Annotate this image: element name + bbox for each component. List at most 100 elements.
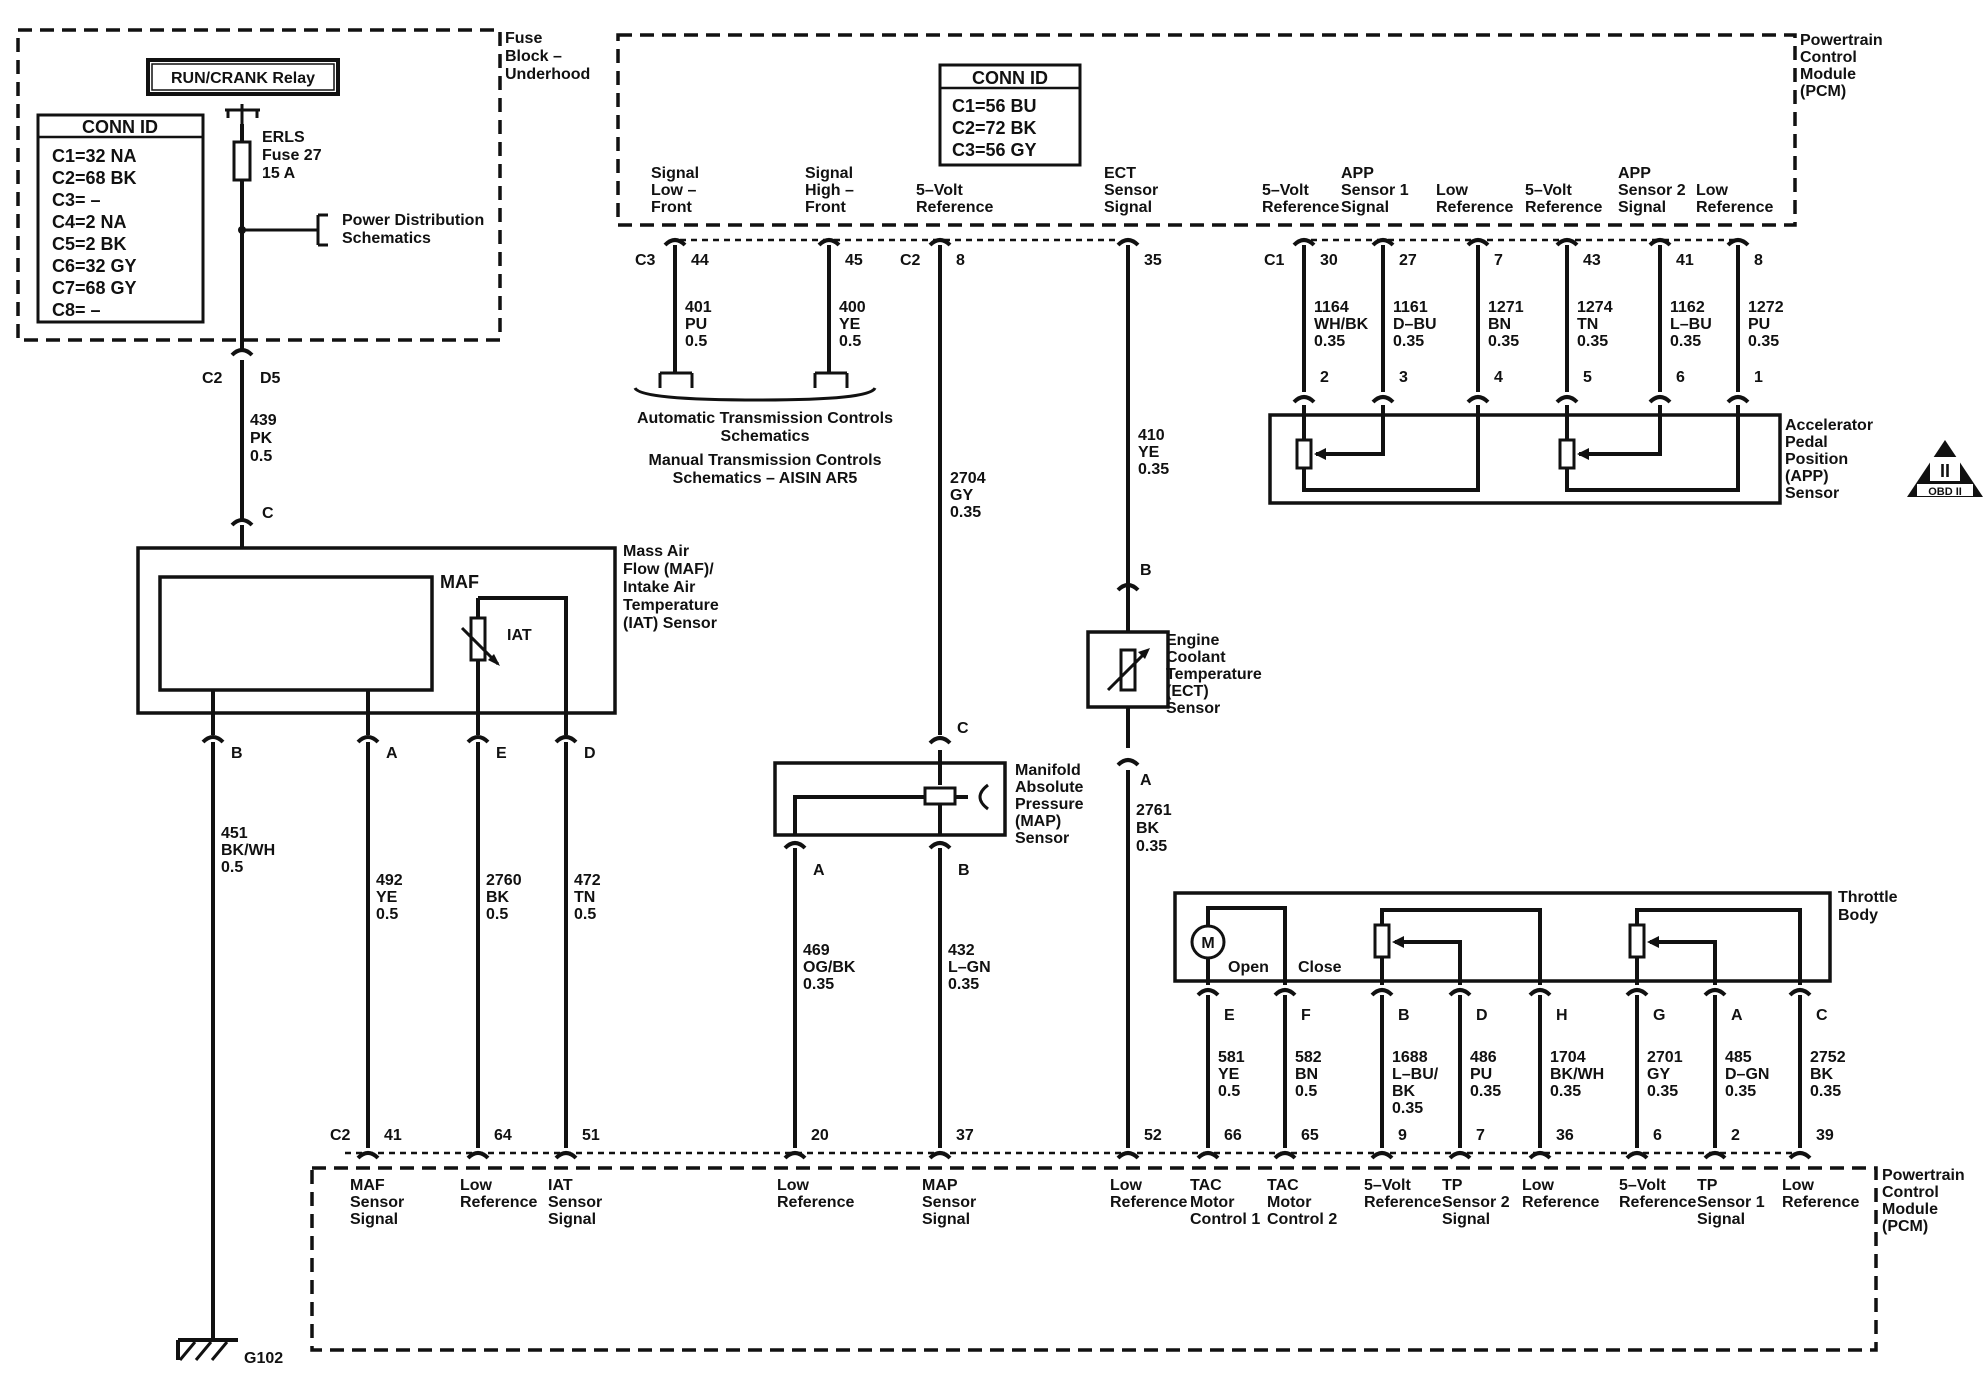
wire-label: 0.35 (1550, 1083, 1581, 1100)
pin-function-label: Sensor 2 (1618, 182, 1686, 199)
wire-label: 0.5 (376, 906, 398, 923)
wire-label: 0.35 (803, 976, 834, 993)
pcm-bottom-module: Powertrain Control Module (PCM) C2 (310, 1127, 1965, 1352)
pcm-bottom-pins: 41MAFSensorSignal64LowReference51IATSens… (350, 1127, 1859, 1228)
pin-connector-id: C3 (635, 252, 656, 269)
wire-label: 582 (1295, 1049, 1322, 1066)
wire-label: 0.35 (1488, 333, 1519, 350)
power-dist-label-2: Schematics (342, 230, 431, 247)
wire-label: 0.35 (1577, 333, 1608, 350)
fuse-conn-title: CONN ID (82, 117, 158, 137)
wire-label: 400 (839, 299, 866, 316)
map-pin-letter: B (958, 862, 970, 879)
pin-number: 9 (1398, 1127, 1407, 1144)
pin-number: 41 (1676, 252, 1694, 269)
maf-pin-letter: E (496, 745, 507, 762)
wire-label: 2704 (950, 470, 986, 487)
wire-label: 401 (685, 299, 712, 316)
wire-label: TN (1577, 316, 1598, 333)
pin-function-label: Signal (922, 1211, 970, 1228)
app-label-1: Accelerator (1785, 417, 1873, 434)
fuse-conn-row: C3= – (52, 190, 101, 210)
app-label-5: Sensor (1785, 485, 1839, 502)
wire-label: 0.5 (486, 906, 508, 923)
pin-function-label: Reference (1782, 1194, 1859, 1211)
pcm-top-label-2: Control (1800, 49, 1857, 66)
wire-label: 0.5 (574, 906, 596, 923)
wire-label: BN (1488, 316, 1511, 333)
wire-label: 486 (1470, 1049, 1497, 1066)
fuse-conn-row: C5=2 BK (52, 234, 127, 254)
app-potentiometer-2 (1558, 405, 1740, 492)
relay-label: RUN/CRANK Relay (171, 70, 315, 87)
map-label-4: (MAP) (1015, 813, 1061, 830)
fuse-label-1: ERLS (262, 129, 305, 146)
wire-label: BK (1392, 1083, 1416, 1100)
wire-label: 0.35 (1748, 333, 1779, 350)
wire-label: 469 (803, 942, 830, 959)
maf-sensor-label-1: Mass Air (623, 543, 689, 560)
pin-function-label: TP (1442, 1177, 1463, 1194)
pin-function-label: Reference (1525, 199, 1602, 216)
wire-label: 485 (1725, 1049, 1752, 1066)
wire-label: 492 (376, 872, 403, 889)
pin-function-label: Reference (916, 199, 993, 216)
ect-wire-color: BK (1136, 820, 1160, 837)
pcm-bottom-label-4: (PCM) (1882, 1218, 1928, 1235)
pin-function-label: Reference (460, 1194, 537, 1211)
app-pin-number: 6 (1676, 369, 1685, 386)
pin-function-label: Reference (1619, 1194, 1696, 1211)
throttle-label-1: Throttle (1838, 889, 1898, 906)
pin-number: 43 (1583, 252, 1601, 269)
feed-conn: C2 (202, 370, 223, 387)
throttle-label-2: Body (1838, 907, 1878, 924)
pcm-top-label-1: Powertrain (1800, 32, 1883, 49)
app-pin-number: 1 (1754, 369, 1763, 386)
app-sensor: Accelerator Pedal Position (APP) Sensor (1268, 405, 1873, 505)
wire-label: PU (685, 316, 707, 333)
app-pin-number: 4 (1494, 369, 1503, 386)
tp-potentiometer-2 (1628, 908, 1802, 985)
pcm-top-module: Powertrain Control Module (PCM) CONN ID … (616, 32, 1883, 242)
pin-function-label: Reference (1364, 1194, 1441, 1211)
app-pin-number: 2 (1320, 369, 1329, 386)
pin-number: 52 (1144, 1127, 1162, 1144)
maf-sensor-label-5: (IAT) Sensor (623, 615, 717, 632)
pin-function-label: Sensor (1104, 182, 1158, 199)
pin-number: 6 (1653, 1127, 1662, 1144)
pin-connector-id: C2 (900, 252, 921, 269)
maf-pin-letter: B (231, 745, 243, 762)
pin-function-label: Sensor (548, 1194, 602, 1211)
fuse-conn-row: C4=2 NA (52, 212, 127, 232)
maf-sensor-label-3: Intake Air (623, 579, 695, 596)
pin-function-label: IAT (548, 1177, 573, 1194)
wire-label: 0.5 (1295, 1083, 1317, 1100)
pin-number: 7 (1494, 252, 1503, 269)
map-label-5: Sensor (1015, 830, 1069, 847)
wire-label: 451 (221, 825, 248, 842)
wire-label: 1271 (1488, 299, 1524, 316)
pin-number: 27 (1399, 252, 1417, 269)
trans-note-3: Manual Transmission Controls (649, 452, 882, 469)
pin-function-label: Signal (548, 1211, 596, 1228)
pin-function-label: Low (1782, 1177, 1815, 1194)
pin-function-label: TAC (1267, 1177, 1299, 1194)
pin-function-label: Low (1436, 182, 1469, 199)
pin-number: 37 (956, 1127, 974, 1144)
